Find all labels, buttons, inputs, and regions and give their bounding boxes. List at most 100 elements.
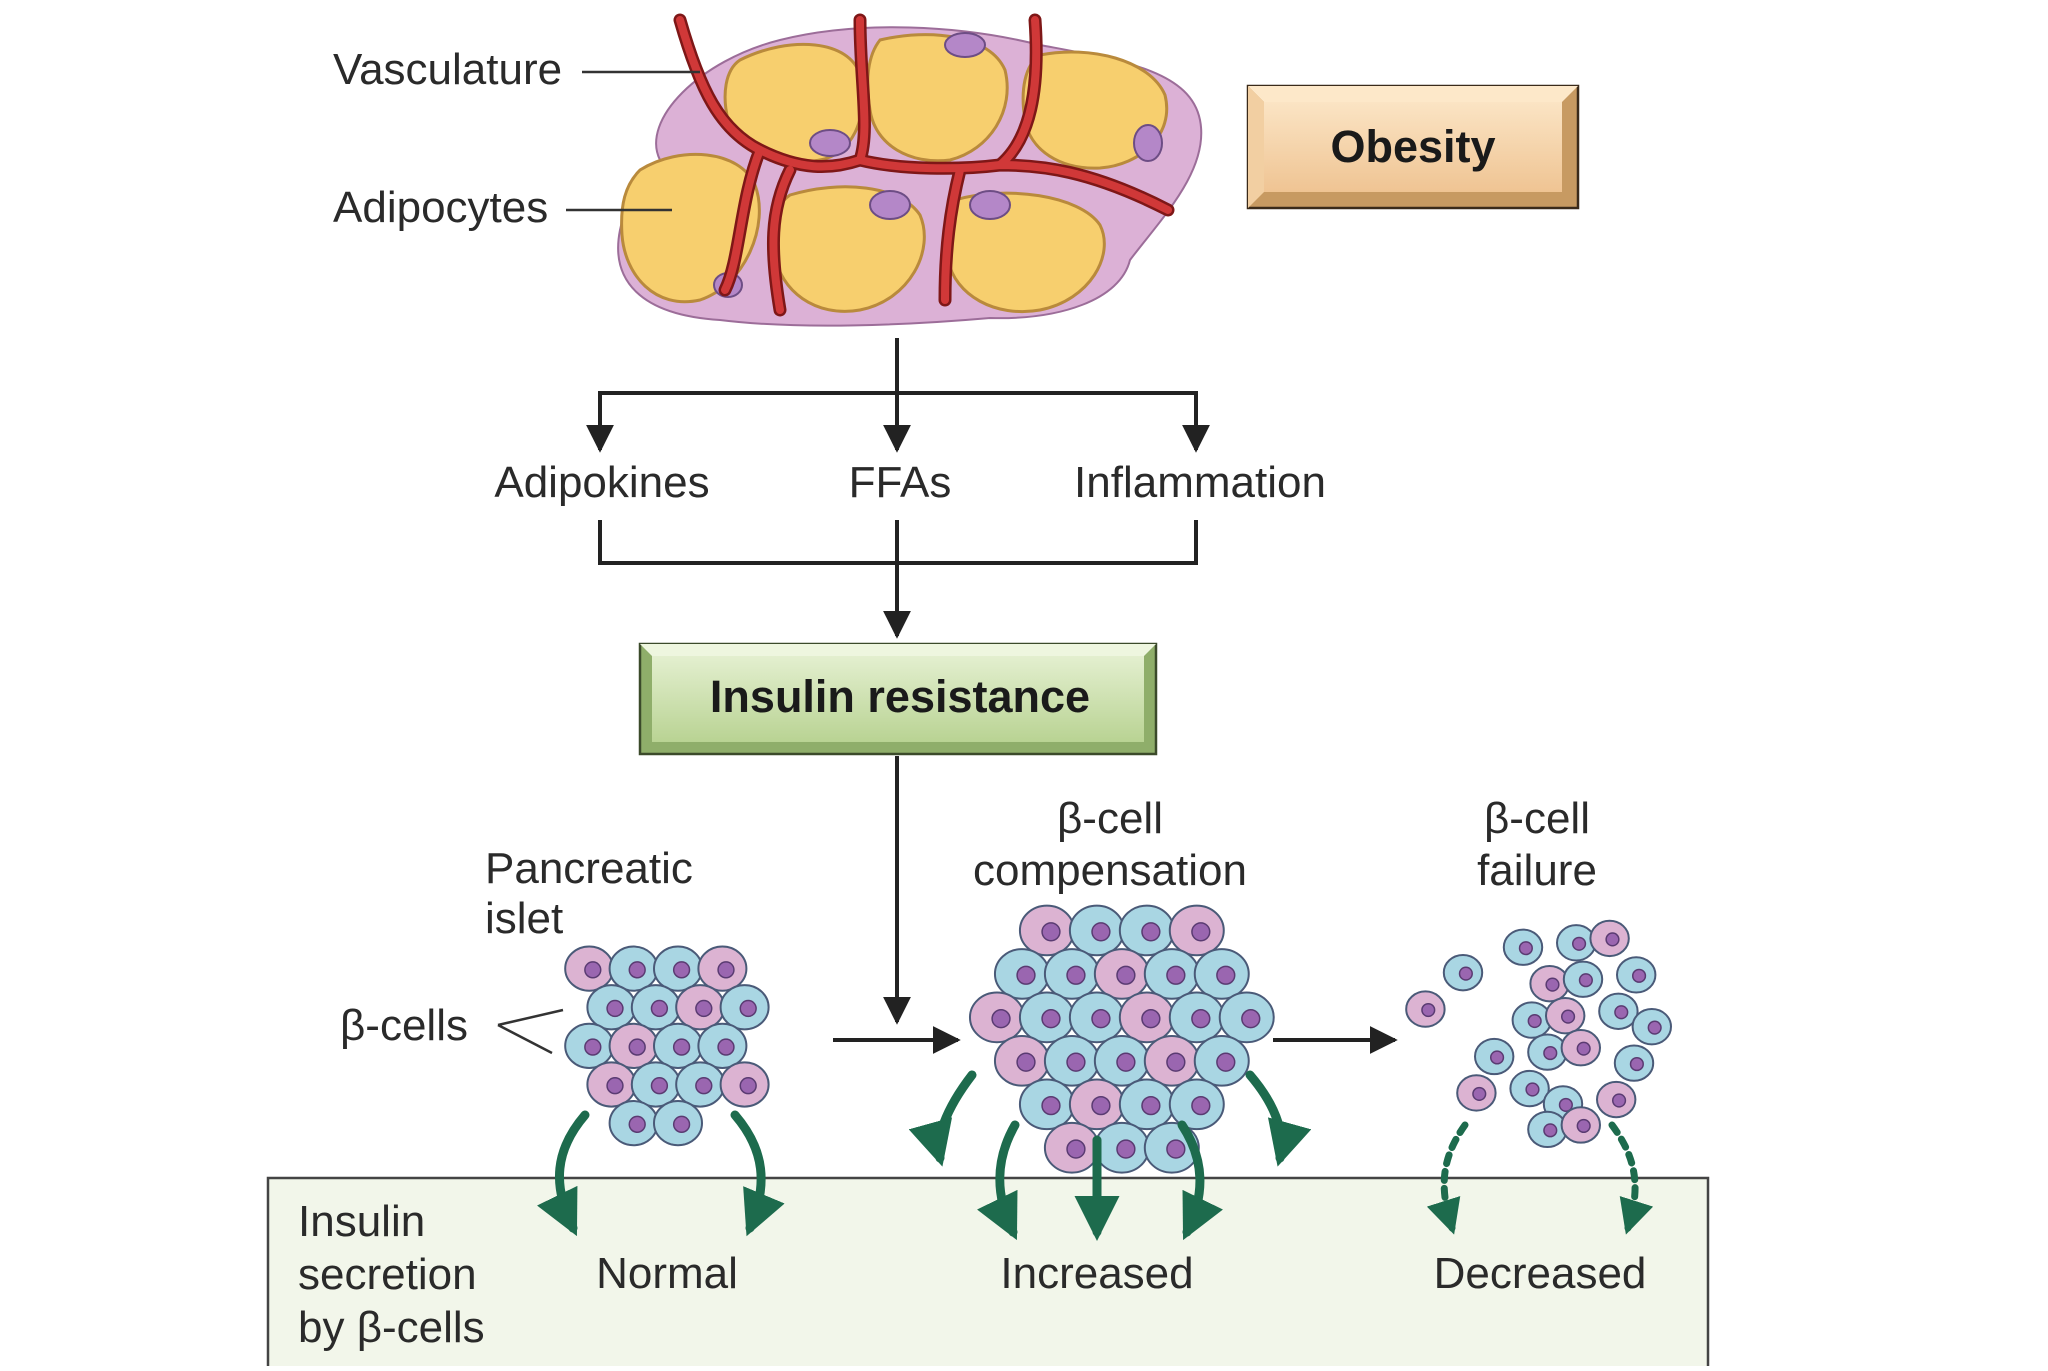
cell-nucleus	[1614, 1005, 1629, 1020]
cell-nucleus	[1545, 977, 1560, 992]
cell-nucleus	[1576, 1041, 1591, 1056]
cell-nucleus	[739, 999, 757, 1018]
cell-nucleus	[1091, 1095, 1111, 1116]
cell-nucleus	[1016, 965, 1036, 985]
adipocyte	[620, 152, 761, 304]
insulin-resistance-box: Insulin resistance	[638, 642, 1158, 756]
normal-islet-cluster	[564, 945, 770, 1147]
cell-nucleus	[606, 999, 624, 1018]
cell-nucleus	[1543, 1045, 1558, 1061]
cell-nucleus	[1560, 1009, 1576, 1024]
failing-islet-cluster	[1405, 919, 1673, 1149]
pancreatic-islet-label-line2: islet	[485, 894, 563, 943]
converging-arrows	[598, 520, 1198, 639]
cell-nucleus	[650, 999, 669, 1018]
compensation-label-line1: β-cell	[1057, 794, 1163, 843]
cell-nucleus	[606, 1077, 624, 1095]
cell-nucleus	[1421, 1002, 1436, 1018]
failure-label-line2: failure	[1477, 846, 1597, 895]
cell-nucleus	[584, 1038, 602, 1056]
decreased-secretion-arrows	[1426, 1121, 1654, 1235]
adipokines-label: Adipokines	[494, 458, 709, 507]
secretion-label-line2: secretion	[298, 1250, 477, 1299]
cell-nucleus	[739, 1077, 757, 1095]
secretion-label-line1: Insulin	[298, 1197, 425, 1246]
obesity-box: Obesity	[1246, 84, 1580, 210]
vasculature-label: Vasculature	[333, 45, 562, 94]
cell-nucleus	[1647, 1020, 1662, 1035]
nucleus	[1133, 124, 1163, 162]
cell-nucleus	[1525, 1082, 1540, 1097]
cell-nucleus	[1141, 1009, 1161, 1029]
cell-nucleus	[1166, 965, 1186, 985]
cell-nucleus	[1191, 1095, 1211, 1116]
cell-nucleus	[628, 1115, 646, 1134]
cell-nucleus	[1116, 1052, 1136, 1072]
failure-label-line1: β-cell	[1484, 794, 1590, 843]
cell-nucleus	[672, 961, 691, 979]
cell-nucleus	[1116, 1139, 1136, 1159]
cell-nucleus	[1543, 1123, 1558, 1138]
cell-nucleus	[1605, 932, 1620, 947]
cell-nucleus	[1578, 973, 1593, 988]
normal-secretion-arrows	[536, 1110, 785, 1237]
ffas-label: FFAs	[849, 458, 952, 507]
decreased-label: Decreased	[1434, 1249, 1647, 1298]
cell-nucleus	[1216, 965, 1236, 985]
cell-nucleus	[1116, 965, 1136, 985]
cell-nucleus	[672, 1038, 691, 1056]
insulin-resistance-label: Insulin resistance	[710, 671, 1090, 722]
adipocyte	[1021, 50, 1169, 170]
cell-nucleus	[1576, 1118, 1591, 1134]
cell-nucleus	[695, 999, 713, 1018]
cell-nucleus	[1016, 1052, 1036, 1072]
cell-nucleus	[1191, 1009, 1211, 1029]
cell-nucleus	[1041, 1009, 1061, 1029]
cell-nucleus	[672, 1115, 691, 1134]
compensation-label-line2: compensation	[973, 846, 1247, 895]
cell-nucleus	[628, 1038, 646, 1056]
cell-nucleus	[1611, 1093, 1627, 1108]
cell-nucleus	[1066, 965, 1086, 985]
mediator-branch-arrows	[586, 338, 1210, 453]
adipocytes-label: Adipocytes	[333, 183, 548, 232]
cell-nucleus	[1571, 936, 1587, 951]
normal-label: Normal	[596, 1249, 738, 1298]
cell-nucleus	[1091, 1009, 1111, 1029]
cell-nucleus	[1629, 1056, 1644, 1072]
cell-nucleus	[1489, 1050, 1505, 1065]
cell-nucleus	[1458, 966, 1473, 981]
cell-nucleus	[1041, 1095, 1061, 1116]
cell-nucleus	[1191, 922, 1211, 942]
cell-nucleus	[628, 961, 646, 979]
nucleus	[969, 190, 1011, 220]
adipocyte-cells	[620, 33, 1169, 314]
cell-nucleus	[1518, 941, 1533, 956]
nucleus	[809, 129, 851, 157]
pancreatic-islet-label-line1: Pancreatic	[485, 844, 693, 893]
cell-nucleus	[1066, 1052, 1086, 1072]
cell-nucleus	[1091, 922, 1111, 942]
secretion-label-line3: by β-cells	[298, 1303, 485, 1352]
nucleus	[869, 190, 911, 220]
cell-nucleus	[1241, 1009, 1261, 1029]
cell-nucleus	[1527, 1013, 1542, 1029]
cell-nucleus	[695, 1077, 713, 1095]
cell-nucleus	[1141, 922, 1161, 942]
compensated-islet-cluster	[968, 904, 1275, 1174]
obesity-label: Obesity	[1330, 121, 1495, 172]
cell-nucleus	[1558, 1097, 1573, 1112]
adipose-tissue-illustration	[617, 13, 1203, 327]
cell-nucleus	[991, 1009, 1011, 1029]
cell-nucleus	[584, 961, 602, 979]
cell-nucleus	[650, 1077, 669, 1095]
inflammation-label: Inflammation	[1074, 458, 1326, 507]
cell-nucleus	[1216, 1052, 1236, 1072]
cell-nucleus	[717, 1038, 735, 1056]
nucleus	[944, 32, 986, 58]
beta-cells-label: β-cells	[340, 1001, 468, 1050]
beta-cells-pointers	[497, 1008, 564, 1055]
cell-nucleus	[1066, 1139, 1086, 1159]
cell-nucleus	[1472, 1086, 1487, 1101]
